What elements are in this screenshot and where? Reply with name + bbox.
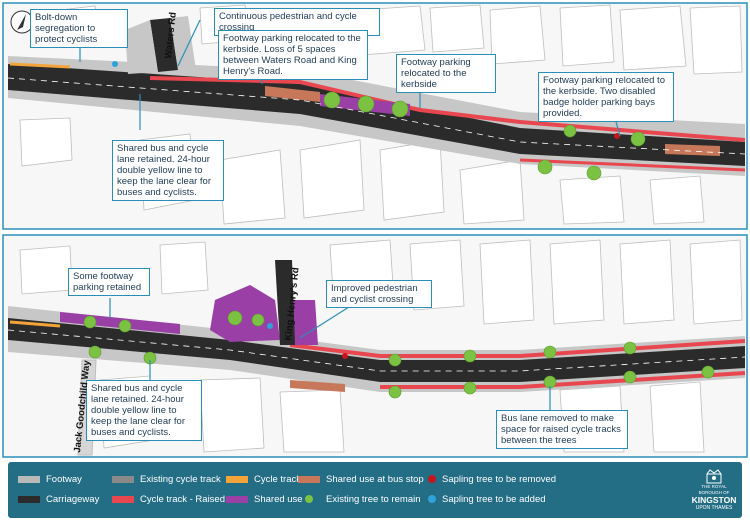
top-sapling-removed-marker bbox=[614, 133, 620, 139]
legend-dot-existing-tree bbox=[305, 495, 313, 503]
bottom-panel bbox=[2, 234, 748, 458]
king-henrys-shared-use bbox=[210, 285, 280, 342]
top-centre-markings bbox=[7, 77, 746, 155]
legend-dot-sapling-removed bbox=[428, 475, 436, 483]
legend-label-sapling-added: Sapling tree to be added bbox=[442, 494, 546, 505]
legend-label-raised-track: Cycle track - Raised bbox=[140, 494, 225, 505]
legend-label-existing-tree: Existing tree to remain bbox=[326, 494, 421, 505]
callout-bus-lane-bottom: Shared bus and cycle lane retained. 24-h… bbox=[86, 380, 202, 441]
kingston-logo: THE ROYAL BOROUGH OF KINGSTON UPON THAME… bbox=[690, 468, 738, 514]
callout-footway-relocated: Footway parking relocated to the kerbsid… bbox=[396, 54, 496, 93]
legend-swatch-bus-stop bbox=[298, 476, 320, 483]
king-henrys-footway-east bbox=[290, 300, 318, 345]
legend-label-bus-stop: Shared use at bus stop bbox=[326, 474, 424, 485]
top-carriageway bbox=[8, 64, 745, 166]
top-raised-track bbox=[149, 76, 746, 142]
top-existing-cycle-track bbox=[9, 62, 71, 69]
callout-some-parking: Some footway parking retained bbox=[68, 268, 150, 296]
logo-line3: UPON THAMES bbox=[695, 505, 733, 511]
legend-swatch-shared-use bbox=[226, 496, 248, 503]
legend-label-shared-use: Shared use bbox=[254, 494, 303, 505]
bottom-existing-cycle-track bbox=[9, 320, 61, 328]
legend-swatch-raised-track bbox=[112, 496, 134, 503]
legend-label-cycle-track: Cycle track bbox=[254, 474, 301, 485]
callout-bus-lane-removed: Bus lane removed to make space for raise… bbox=[496, 410, 628, 449]
legend-dot-sapling-added bbox=[428, 495, 436, 503]
legend-swatch-footway bbox=[18, 476, 40, 483]
bottom-raised-track-south bbox=[380, 371, 746, 389]
callout-footway-loss: Footway parking relocated to the kerbsid… bbox=[218, 30, 368, 80]
bottom-bus-stop bbox=[290, 380, 345, 392]
callout-bus-lane-top: Shared bus and cycle lane retained. 24-h… bbox=[112, 140, 224, 201]
legend-label-footway: Footway bbox=[46, 474, 82, 485]
bottom-trees bbox=[83, 310, 715, 399]
waters-rd-footway bbox=[125, 20, 158, 74]
logo-line1: THE ROYAL BOROUGH OF bbox=[698, 484, 730, 495]
top-raised-track-south bbox=[519, 158, 746, 172]
legend-swatch-carriageway bbox=[18, 496, 40, 503]
legend-label-sapling-removed: Sapling tree to be removed bbox=[442, 474, 557, 485]
north-arrow-icon bbox=[10, 10, 34, 34]
bottom-centre-markings bbox=[7, 329, 746, 372]
logo-line2: KINGSTON bbox=[691, 495, 737, 505]
king-henrys-carriageway bbox=[275, 260, 295, 345]
top-bus-stop-east bbox=[665, 144, 720, 156]
legend-swatch-existing-cycle-track bbox=[112, 476, 134, 483]
callout-disabled-bays: Footway parking relocated to the kerbsid… bbox=[538, 72, 674, 122]
top-sapling-added-marker bbox=[112, 61, 118, 67]
crest-icon bbox=[706, 469, 722, 484]
map-legend: Footway Carriageway Existing cycle track… bbox=[8, 462, 742, 518]
bottom-carriageway bbox=[8, 318, 745, 382]
legend-label-existing-cycle-track: Existing cycle track bbox=[140, 474, 221, 485]
legend-swatch-cycle-track bbox=[226, 476, 248, 483]
callout-improved-crossing: Improved pedestrian and cyclist crossing bbox=[326, 280, 432, 308]
waters-rd-footway-east bbox=[170, 16, 196, 70]
callout-segregation: Bolt-down segregation to protect cyclist… bbox=[30, 9, 128, 48]
legend-label-carriageway: Carriageway bbox=[46, 494, 100, 505]
waters-rd-carriageway bbox=[150, 18, 178, 72]
bottom-sapling-removed-marker bbox=[342, 353, 348, 359]
top-trees bbox=[323, 91, 646, 181]
top-bus-stop bbox=[265, 86, 320, 102]
bottom-sapling-added-marker bbox=[267, 323, 273, 329]
